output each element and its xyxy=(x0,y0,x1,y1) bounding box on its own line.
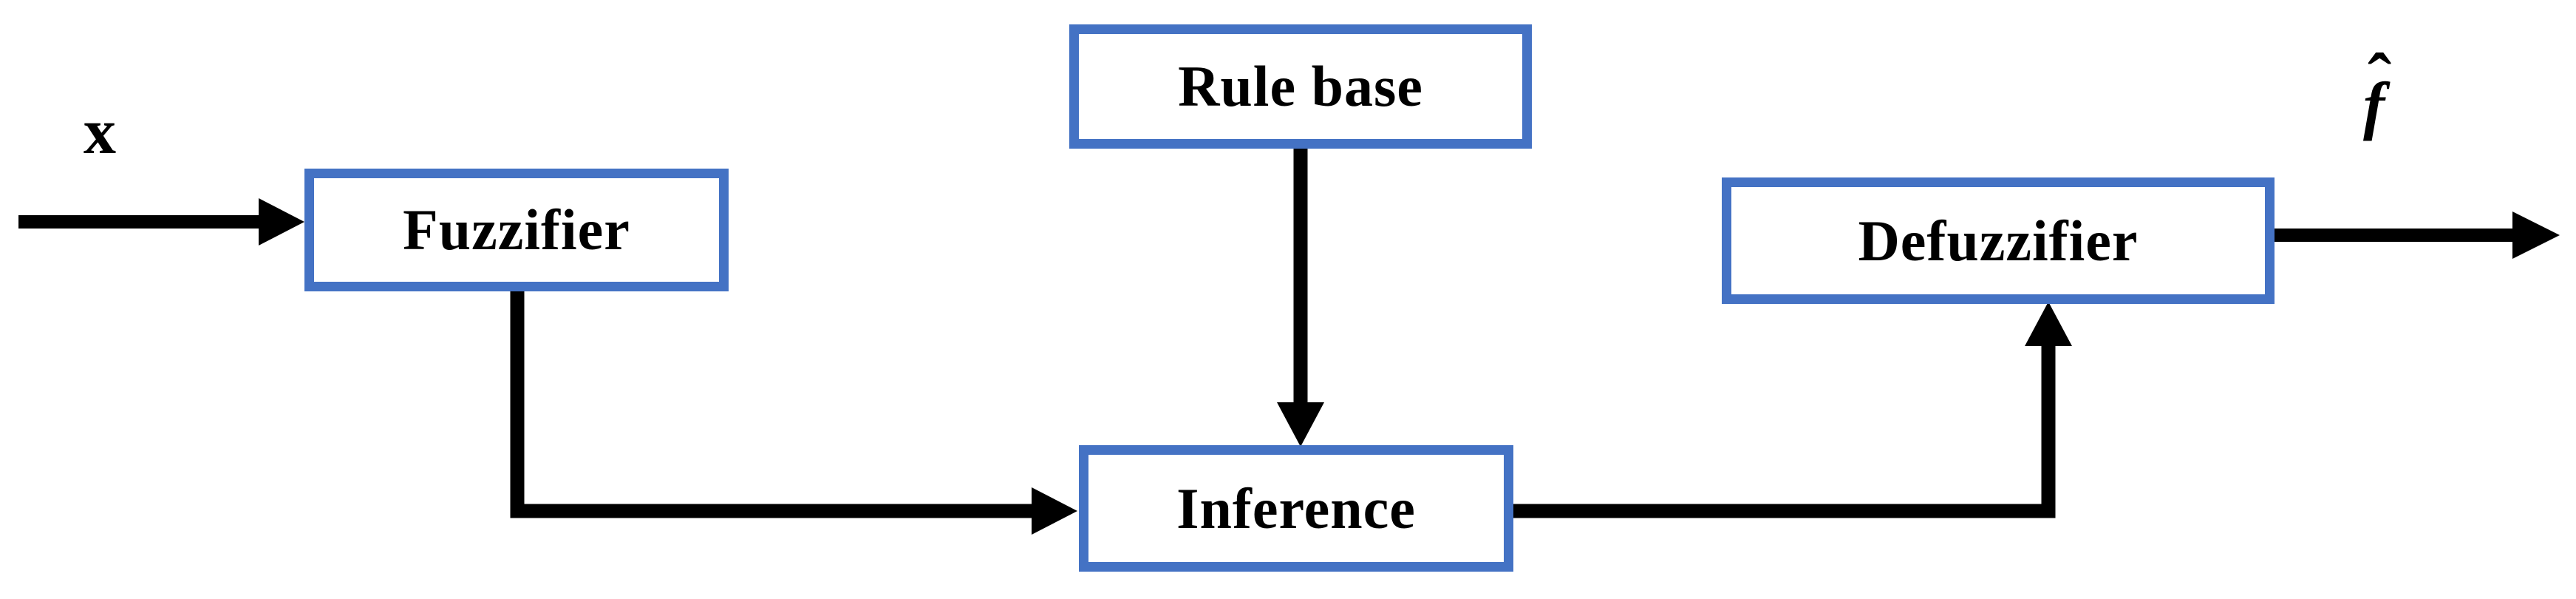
arrowhead-right-icon xyxy=(259,198,304,246)
node-fuzzifier: Fuzzifier xyxy=(304,169,729,291)
node-defuzzifier-label: Defuzzifier xyxy=(1858,208,2139,273)
arrowhead-right-icon xyxy=(2512,211,2560,259)
input-label-x: x xyxy=(84,100,116,165)
node-inference: Inference xyxy=(1079,445,1513,572)
arrowhead-down-icon xyxy=(1277,402,1324,447)
connector-fuzzifier-to-inference xyxy=(510,282,1077,535)
arrow-rulebase-to-inference xyxy=(1277,146,1324,447)
node-defuzzifier: Defuzzifier xyxy=(1722,177,2275,304)
circumflex-hat-glyph: ˆ xyxy=(2368,39,2392,119)
arrowhead-up-icon xyxy=(2025,302,2072,346)
connector-inference-to-defuzzifier xyxy=(1511,302,2072,518)
output-label-f-text: f xyxy=(2363,70,2385,142)
node-rule-base: Rule base xyxy=(1069,24,1532,149)
output-label-f-hat: ˆ f xyxy=(2363,44,2391,139)
node-inference-label: Inference xyxy=(1176,476,1416,541)
arrow-input-to-fuzzifier xyxy=(18,198,304,246)
node-rule-base-label: Rule base xyxy=(1178,54,1423,118)
node-fuzzifier-label: Fuzzifier xyxy=(403,197,630,262)
arrow-defuzzifier-to-output xyxy=(2273,211,2560,259)
input-label-x-text: x xyxy=(84,96,116,168)
arrowhead-right-icon xyxy=(1032,487,1077,535)
